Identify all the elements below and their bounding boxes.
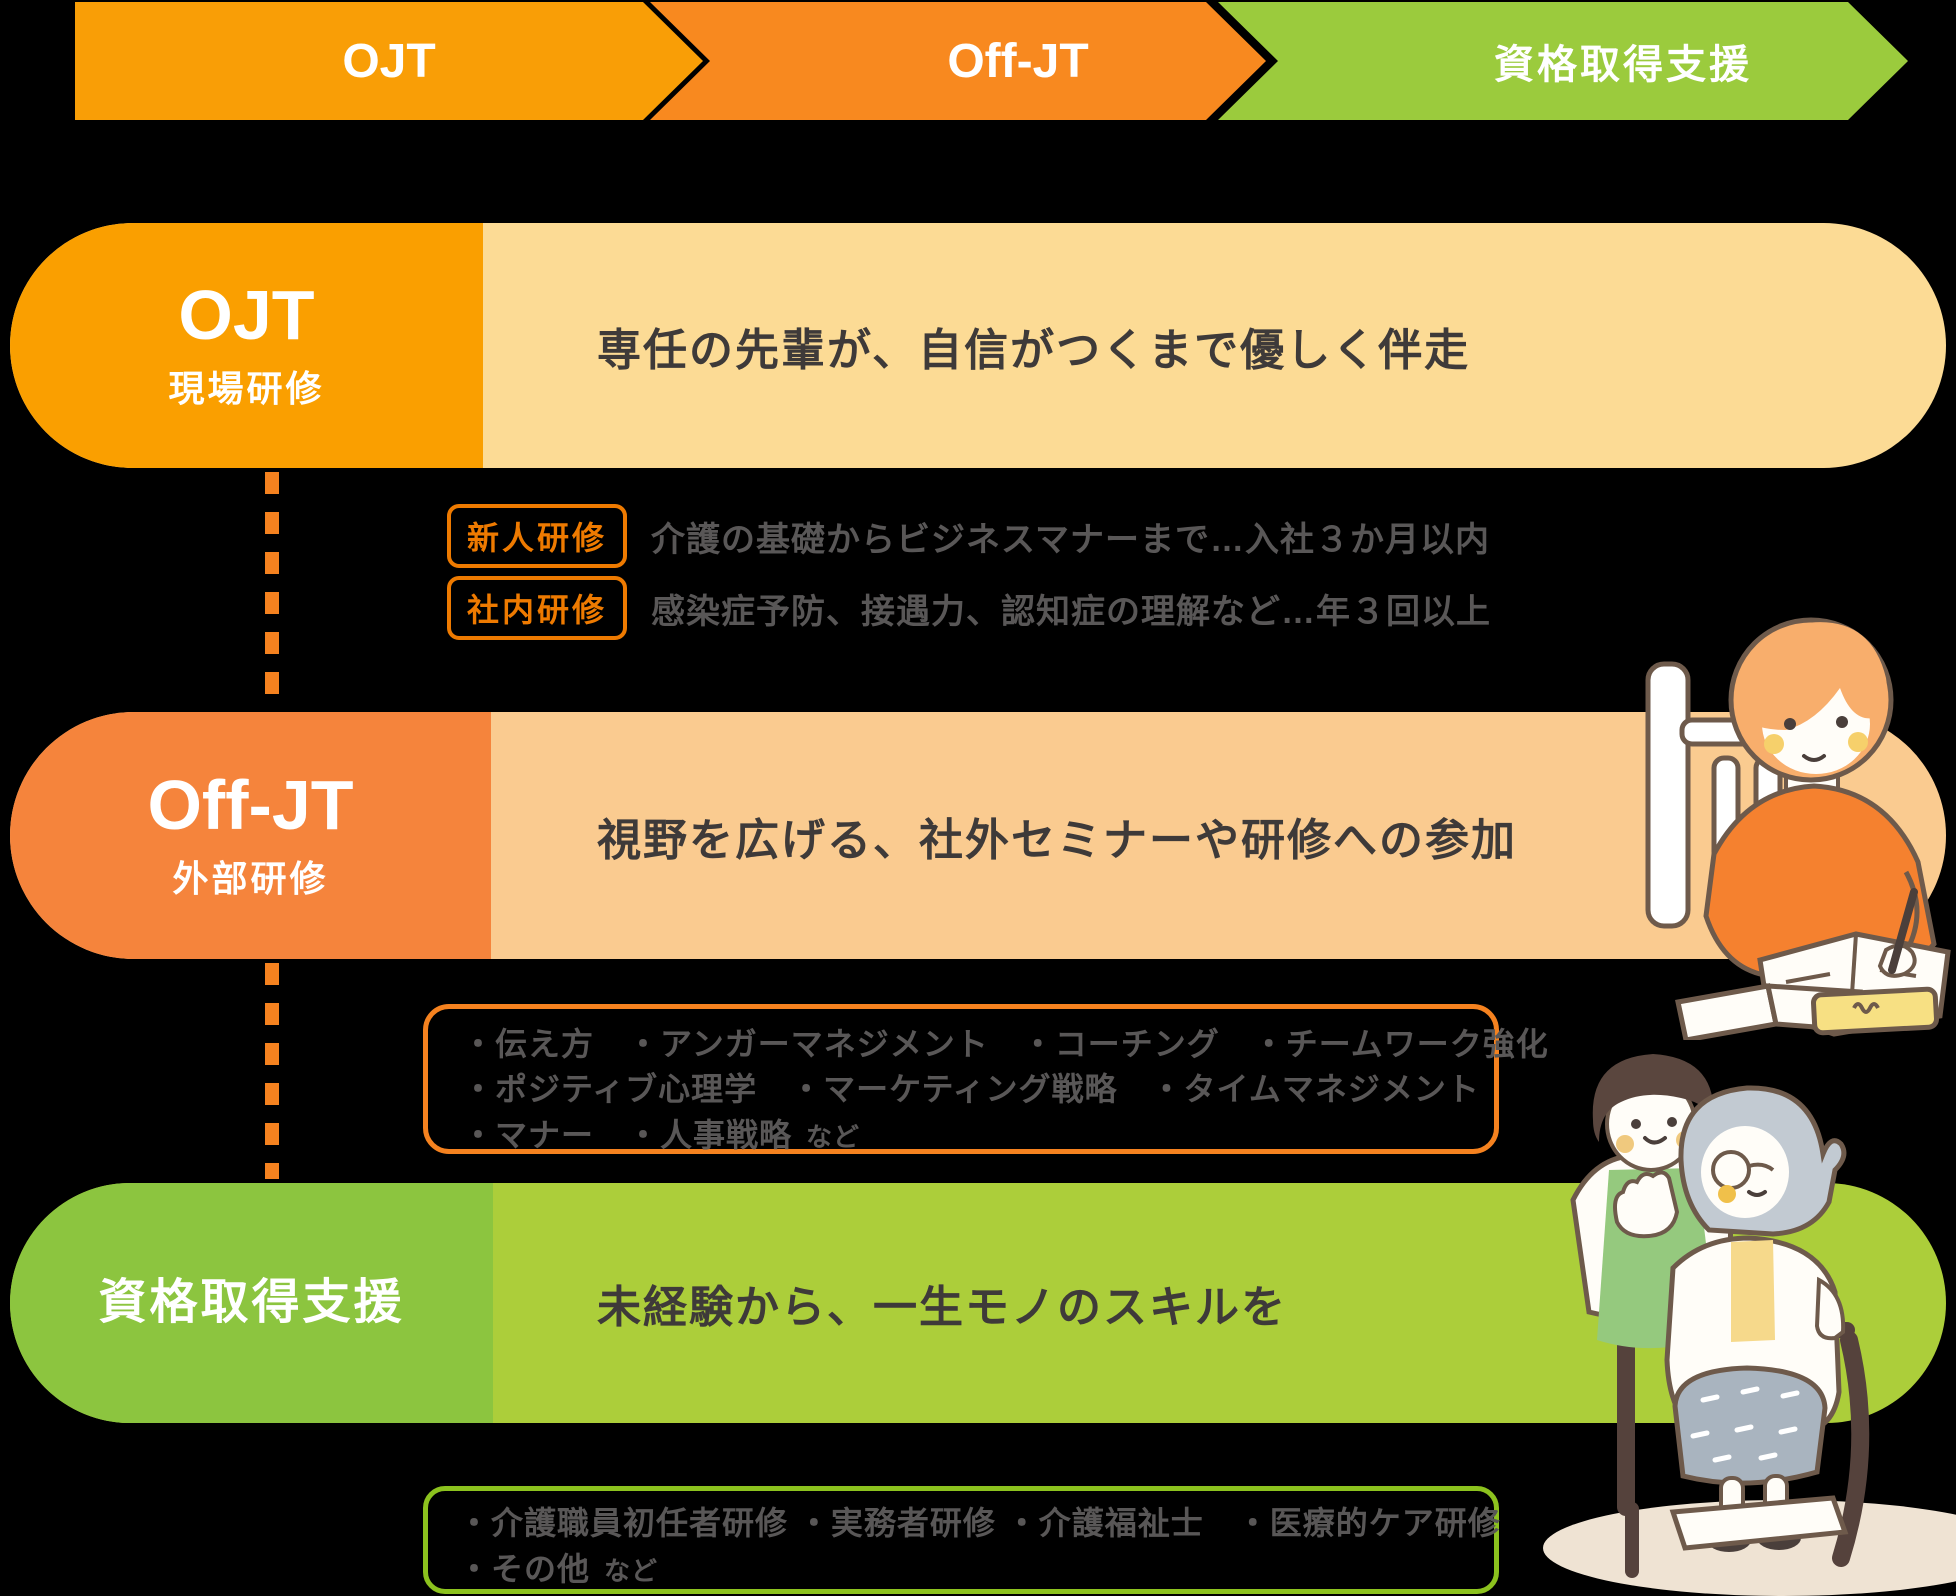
row-offjt-label: Off-JT 外部研修 [10,712,491,959]
step-banner-ojt-label: OJT [342,34,436,88]
row-ojt-title: OJT [178,275,315,354]
row-certification-heading: 未経験から、一生モノのスキルを [597,1283,1287,1332]
certification-list-suffix: など [604,1556,659,1587]
row-offjt-subtitle: 外部研修 [172,858,329,900]
offjt-list-line-3: ・マナー ・人事戦略など [462,1116,861,1153]
offjt-list-line-1: ・伝え方 ・アンガーマネジメント ・コーチング ・チームワーク強化 [462,1026,1549,1062]
row-offjt-title: Off-JT [147,765,354,844]
certification-list-line-1: ・介護職員初任者研修 ・実務者研修 ・介護福祉士 ・医療的ケア研修 [458,1505,1501,1541]
certification-list-box: ・介護職員初任者研修 ・実務者研修 ・介護福祉士 ・医療的ケア研修 ・その他など [423,1486,1501,1594]
certification-list-line-2: ・その他など [458,1551,659,1588]
ojt-detail-line-newcomer: 新人研修 介護の基礎からビジネスマナーまで…入社３か月以内 [447,504,1490,568]
newcomer-training-text: 介護の基礎からビジネスマナーまで…入社３か月以内 [651,520,1490,559]
row-offjt: Off-JT 外部研修 視野を広げる、社外セミナーや研修への参加 [10,712,1946,959]
internal-training-text: 感染症予防、接遇力、認知症の理解など…年３回以上 [651,592,1492,631]
row-ojt-subtitle: 現場研修 [168,368,325,410]
row-offjt-heading: 視野を広げる、社外セミナーや研修への参加 [597,815,1517,865]
offjt-list-suffix: など [806,1121,861,1152]
dotted-connector-2 [265,963,279,1179]
offjt-seminar-list-box: ・伝え方 ・アンガーマネジメント ・コーチング ・チームワーク強化 ・ポジティブ… [423,1004,1549,1154]
step-banner-offjt: Off-JT [650,2,1266,120]
internal-training-badge: 社内研修 [447,576,628,640]
dotted-connector-1 [265,472,279,708]
row-certification-label: 資格取得支援 [10,1183,493,1423]
step-banner-certification-label: 資格取得支援 [1494,43,1752,87]
row-certification-title: 資格取得支援 [98,1275,405,1329]
row-ojt-heading: 専任の先輩が、自信がつくまで優しく伴走 [597,325,1471,375]
ojt-detail-line-internal: 社内研修 感染症予防、接遇力、認知症の理解など…年３回以上 [447,576,1491,640]
caregiver-wheelchair-illustration [1533,1040,1956,1596]
newcomer-training-badge: 新人研修 [447,504,628,568]
offjt-list-line-2: ・ポジティブ心理学 ・マーケティング戦略 ・タイムマネジメント [462,1071,1480,1108]
studying-woman-illustration [1618,572,1956,1040]
step-banner-certification: 資格取得支援 [1218,2,1908,120]
step-banner-ojt: OJT [75,2,703,120]
row-ojt: OJT 現場研修 専任の先輩が、自信がつくまで優しく伴走 [10,223,1946,468]
step-banner-offjt-label: Off-JT [947,34,1089,88]
row-ojt-label: OJT 現場研修 [10,223,483,468]
